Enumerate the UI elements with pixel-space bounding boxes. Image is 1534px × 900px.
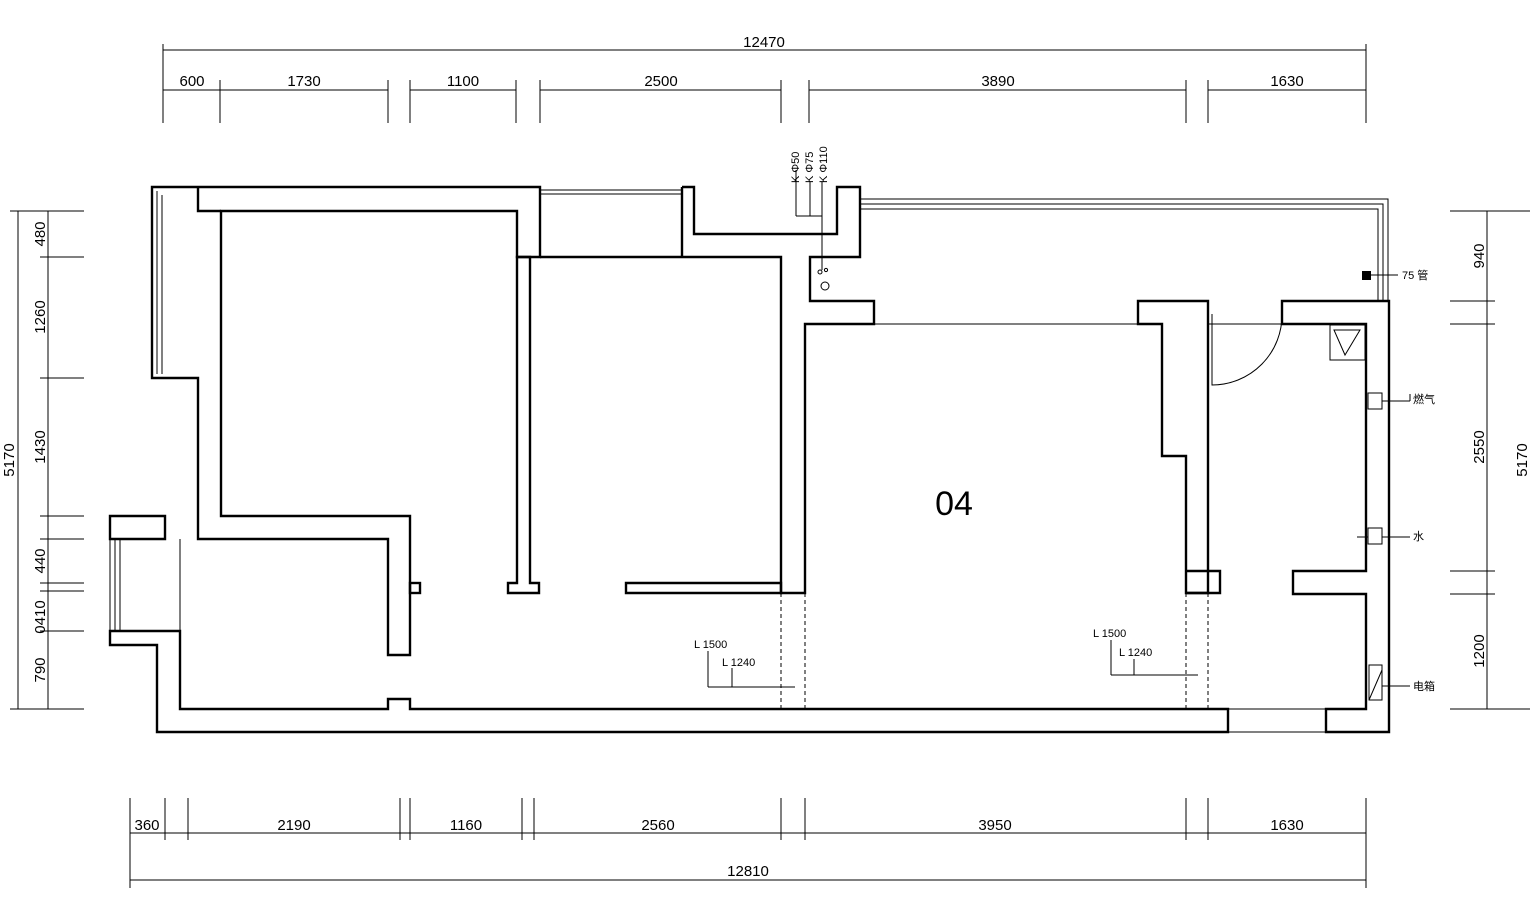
pipe-annotations: K Φ50 K Φ75 K Φ110 [790,146,830,291]
left-overall-dimension: 5170 [1,443,18,476]
gas-outlet [1367,392,1383,410]
water-heater-box [1329,324,1366,361]
right-dim-2: 2550 [1471,430,1488,463]
left-dim-2: 1260 [32,300,49,333]
top-dim-6: 1630 [1270,73,1303,90]
bottom-dim-5: 3950 [978,817,1011,834]
gas-label: 燃气 [1413,392,1435,406]
left-dim-5: 0410 [32,600,49,633]
pipe-label-75: K Φ75 [804,152,816,183]
left-dim-1: 480 [32,221,49,246]
bottom-overall-dimension: 12810 [727,863,769,880]
bottom-dim-1: 360 [134,817,159,834]
left-dim-6: 790 [32,657,49,682]
top-dim-1: 600 [179,73,204,90]
room-number-label: 04 [935,485,973,523]
top-dim-3: 1100 [447,73,479,90]
drain-note: 75 管 [1402,268,1428,282]
top-dim-2: 1730 [287,73,320,90]
right-dimension-chain: 940 2550 1200 5170 [1450,210,1531,710]
pipe-label-110: K Φ110 [818,146,830,183]
top-overall-dimension: 12470 [743,34,785,51]
water-outlet [1367,527,1383,545]
right-overall-dimension: 5170 [1514,443,1531,476]
level-notes-left: L 1500 L 1240 [694,639,795,688]
top-dimension-chain: 12470 600 1730 1100 2500 3890 1630 [162,34,1367,123]
right-dim-3: 1200 [1471,634,1488,667]
top-dim-5: 3890 [981,73,1014,90]
bottom-dim-4: 2560 [641,817,674,834]
level-notes-right: L 1500 L 1240 [1093,628,1198,676]
drain-marker [1362,271,1371,280]
wall-outlines [108,185,1391,734]
pipe-label-50: K Φ50 [790,152,802,183]
left-dim-4: 440 [32,548,49,573]
note-right-2: L 1240 [1119,647,1152,659]
bottom-dimension-chain: 360 2190 1160 2560 3950 1630 12810 [129,798,1367,888]
note-left-2: L 1240 [722,657,755,669]
left-dimension-chain: 5170 480 1260 1430 440 0410 790 [1,210,84,710]
top-dim-4: 2500 [644,73,677,90]
meter-label: 电箱 [1413,679,1435,693]
note-right-1: L 1500 [1093,628,1126,640]
bottom-dim-2: 2190 [277,817,310,834]
right-dim-1: 940 [1471,243,1488,268]
fixture-markers: 75 管 燃气 水 电箱 [1329,268,1435,701]
left-dim-3: 1430 [32,430,49,463]
note-left-1: L 1500 [694,639,727,651]
bottom-dim-3: 1160 [450,817,482,834]
water-label: 水 [1413,530,1424,543]
meter-box [1368,664,1383,701]
bottom-dim-6: 1630 [1270,817,1303,834]
